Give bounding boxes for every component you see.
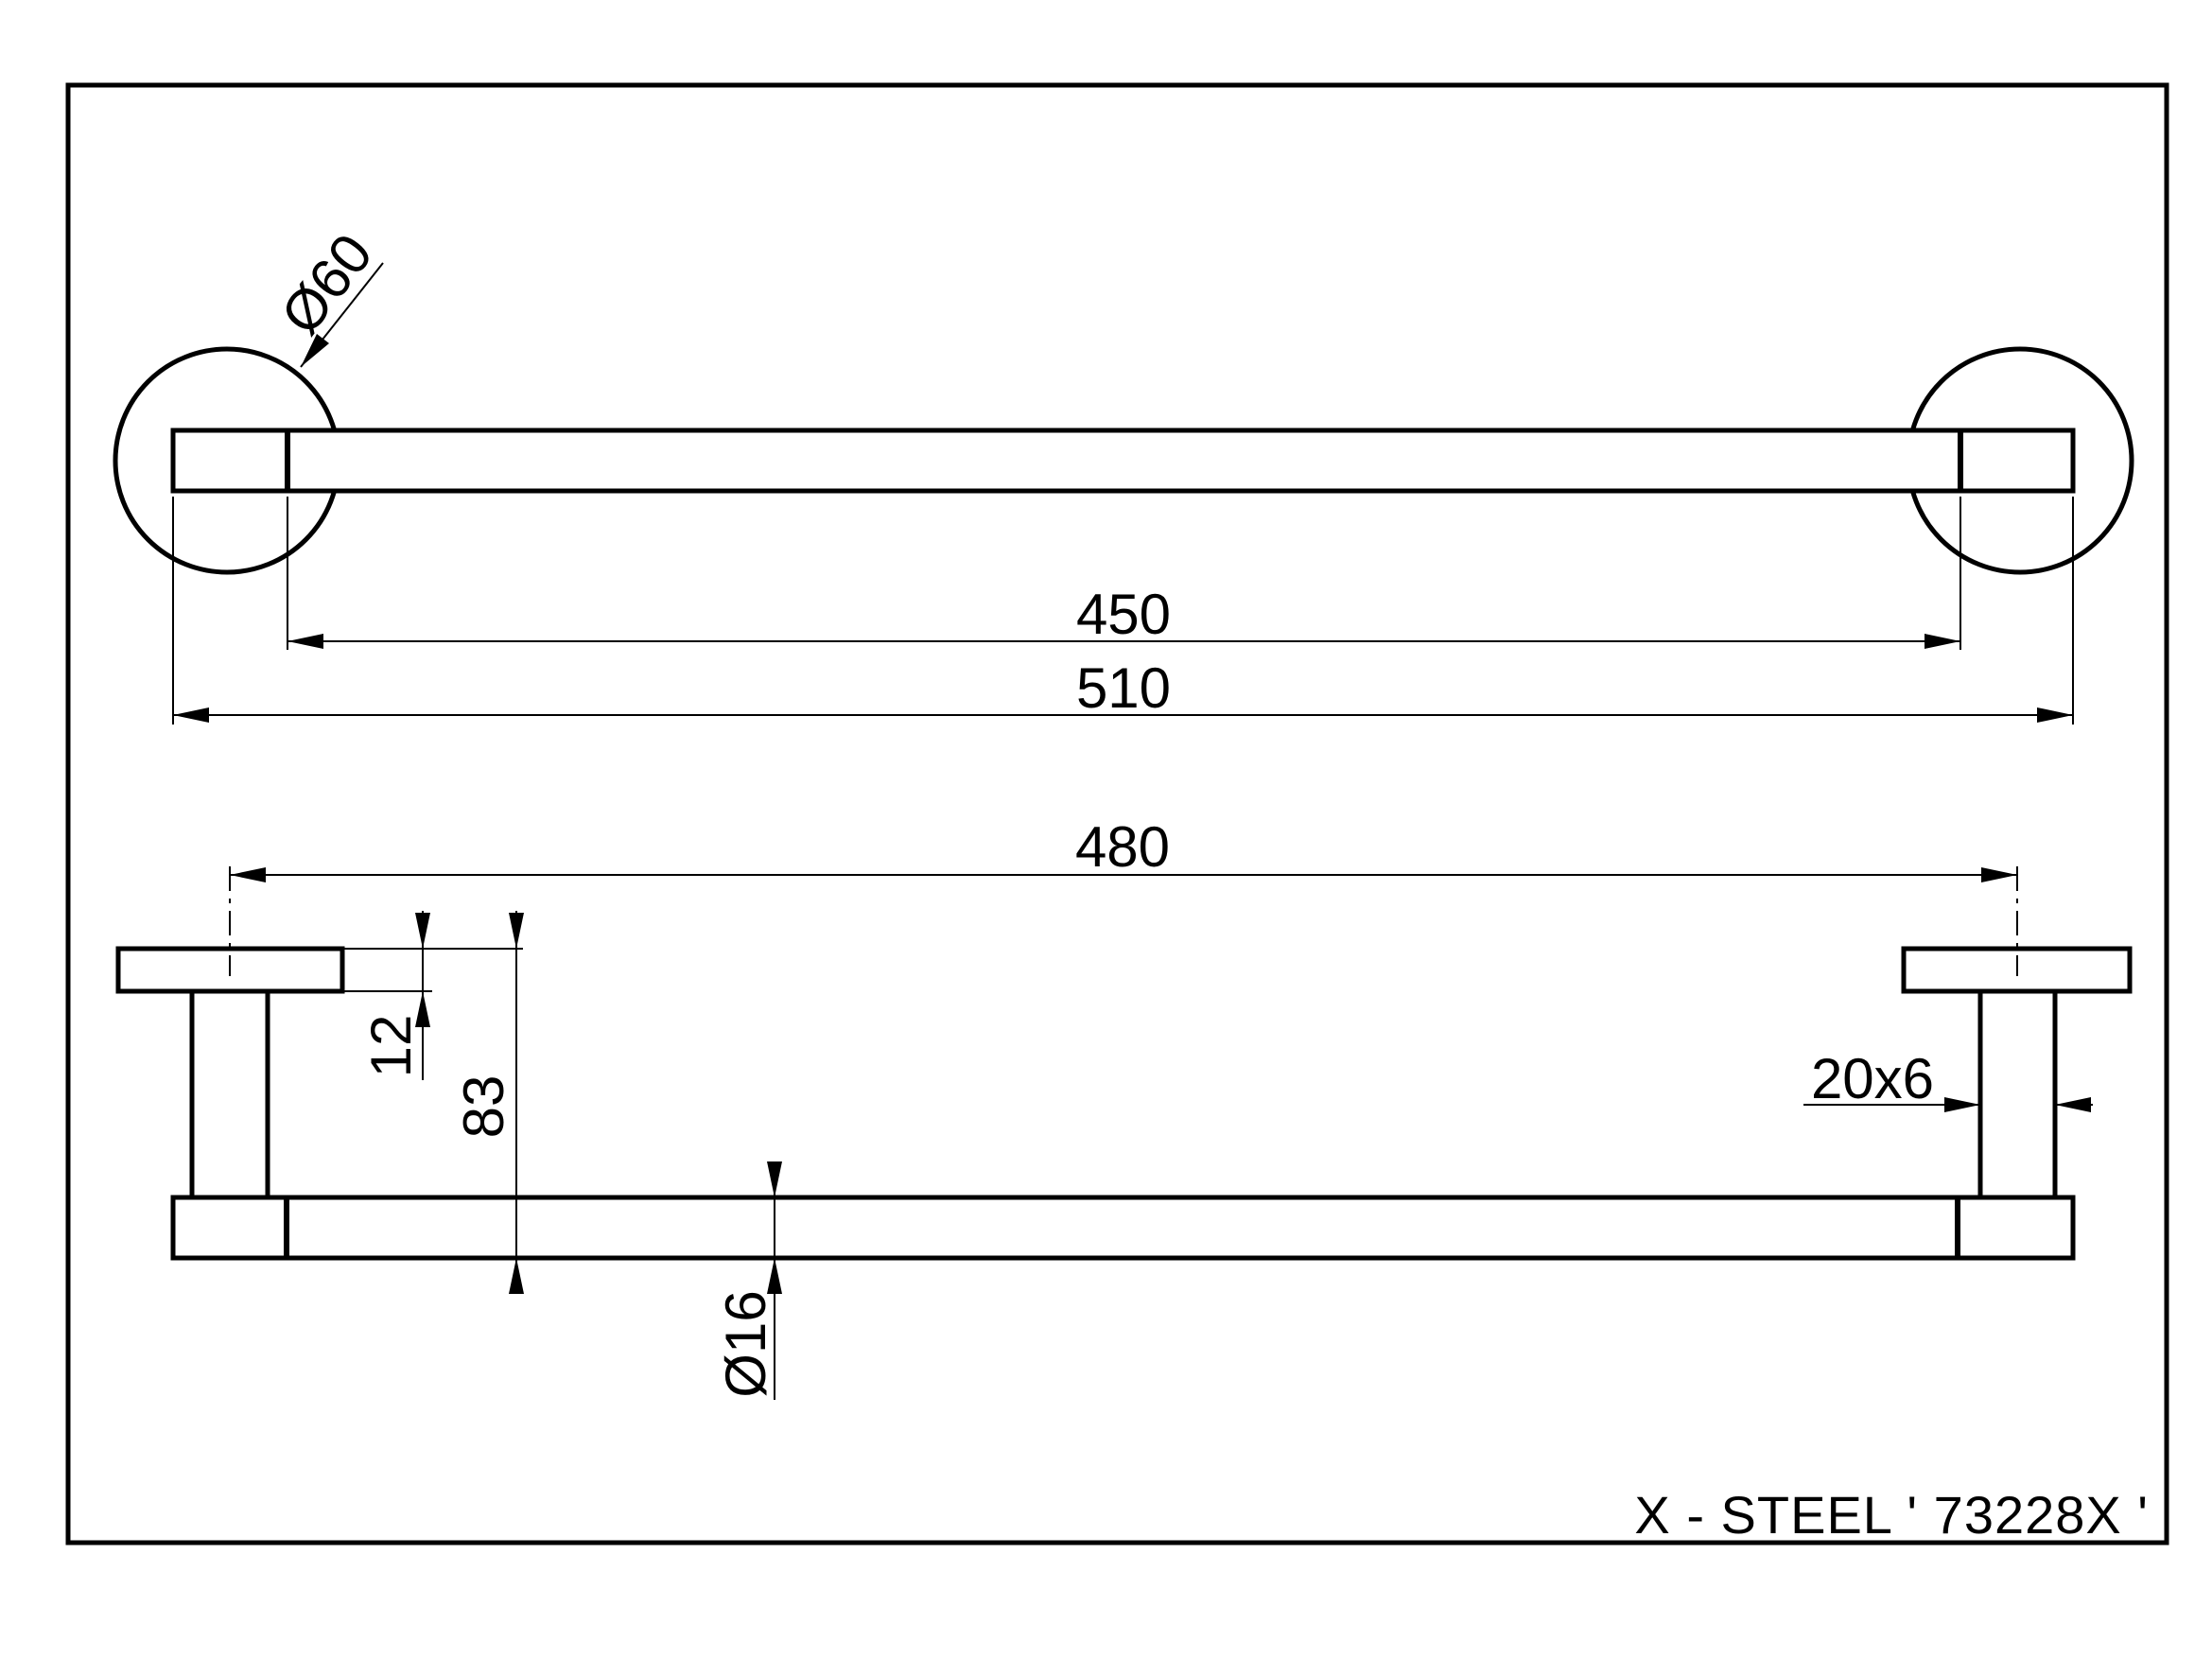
towel-bar-top-view [170,428,2076,494]
left-post [189,988,270,1200]
leader-arrowhead [301,334,329,367]
product-label: X - STEEL ' 73228X ' [1634,1485,2149,1545]
dim-arrowhead [2055,1097,2091,1112]
dim-arrowhead [230,867,266,882]
dim-wall-offset: 83 [452,1075,515,1139]
dim-bar-overall-length: 510 [1076,656,1171,720]
dim-arrowhead [509,913,524,949]
dim-arrowhead [1981,867,2017,882]
towel-bar-front-view [170,1195,2076,1261]
dim-arrowhead [415,913,430,949]
dim-arrowhead [1925,634,1960,649]
dim-arrowhead [767,1258,782,1294]
right-post [1977,988,2058,1200]
dim-arrowhead [509,1258,524,1294]
dim-arrowhead [1944,1097,1980,1112]
drawing-frame-border [65,82,2169,1545]
dim-arrowhead [2037,707,2073,723]
dim-flange-thickness: 12 [359,1015,423,1078]
top-view: Ø60 450 510 [113,222,2134,725]
dim-arrowhead [767,1161,782,1197]
dim-arrowhead [415,991,430,1027]
dim-bar-inner-length: 450 [1076,583,1171,646]
dim-arrowhead [287,634,323,649]
dim-post-section: 20x6 [1811,1047,1934,1110]
front-view: 480 12 83 Ø16 20x6 [115,815,2133,1400]
dim-mount-center-spacing: 480 [1075,815,1170,879]
dim-arrowhead [173,707,209,723]
dim-bar-diameter: Ø16 [714,1290,777,1397]
